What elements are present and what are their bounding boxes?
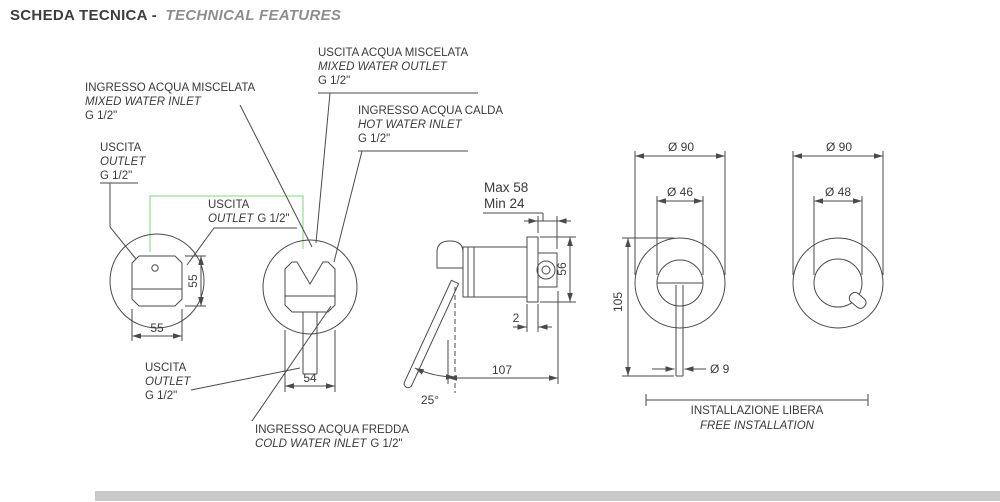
valve1-body [131, 255, 183, 307]
free-installation-extent [645, 394, 869, 406]
callout-text-size: G 1/2" [100, 170, 133, 182]
leader-outlet-left [100, 182, 138, 260]
dim-text-d9: Ø 9 [710, 362, 730, 376]
page-title: SCHEDA TECNICA - TECHNICAL FEATURES [10, 7, 341, 24]
valve1-screw-hole [151, 264, 159, 272]
free-installation-label: INSTALLAZIONE LIBERA FREE INSTALLATION [646, 404, 868, 434]
leader-mixed-outlet [315, 92, 478, 244]
front-view-rough-valve-1 [109, 233, 206, 341]
body-circle-48 [813, 258, 863, 308]
front-view-lever-side [792, 151, 884, 329]
footer-bar [95, 491, 1000, 501]
callout-text-en: OUTLET [100, 156, 146, 168]
callout-text-it: INGRESSO ACQUA FREDDA [255, 424, 410, 436]
installation-text-en: FREE INSTALLATION [700, 420, 814, 432]
callout-text-it: USCITA ACQUA MISCELATA [318, 47, 469, 59]
callout-text-size: G 1/2" [257, 213, 290, 225]
leader-hot-inlet [333, 150, 468, 263]
dim-text-d46: Ø 46 [667, 185, 693, 199]
dim-ext-lines [634, 151, 726, 275]
callout-outlet-bottom: USCITA OUTLET G 1/2" [145, 361, 190, 403]
leader-outlet-bottom [190, 367, 301, 391]
callout-text-en: MIXED WATER INLET [85, 96, 201, 108]
mixer-body-rings [467, 247, 475, 297]
dim-text-total-depth: 107 [492, 363, 512, 377]
maxmin-underline [483, 212, 544, 221]
callout-text-size: G 1/2" [145, 390, 178, 402]
concealed-body [537, 252, 558, 288]
mixer-cap-dome [436, 240, 464, 269]
dim-ext-lines [813, 196, 863, 275]
installation-text-it: INSTALLAZIONE LIBERA [690, 405, 824, 417]
front-view-lever-down [622, 151, 726, 377]
dim-text-plate-height: 56 [555, 262, 569, 276]
callout-text-it: INGRESSO ACQUA CALDA [358, 105, 504, 117]
valve2-body-with-v-notch [284, 261, 336, 313]
dim-ext-lines [656, 196, 704, 275]
mixer-handle-lever [403, 279, 460, 389]
inlet-connection-outer [536, 260, 556, 280]
side-view-mixer [403, 212, 576, 393]
valve2-flange-circle [262, 239, 358, 335]
sheet-title-en: TECHNICAL FEATURES [165, 7, 342, 24]
dim-ext-lines [526, 304, 539, 332]
extent-line [645, 394, 869, 406]
side-lever-stub [848, 291, 867, 309]
dim-text-plate-thickness: 2 [513, 311, 520, 325]
front-view-rough-valve-2 [262, 239, 358, 392]
plate-circle-90-right [792, 237, 884, 329]
callout-text-it: USCITA [208, 199, 250, 211]
callout-text-size: G 1/2" [370, 438, 403, 450]
callout-text-en: OUTLET [145, 376, 191, 388]
callout-text-size: G 1/2" [318, 75, 351, 87]
callout-text-it: INGRESSO ACQUA MISCELATA [85, 82, 256, 94]
callout-text-size: G 1/2" [85, 110, 118, 122]
plate-circle-90-left [634, 237, 726, 329]
sheet-title-it: SCHEDA TECNICA - [10, 7, 158, 24]
wall-plate [526, 236, 539, 303]
leader-lines [100, 92, 478, 422]
dim-text-depth-max: Max 58 [484, 180, 528, 195]
leader-outlet-mid [186, 227, 297, 266]
mixer-body [462, 246, 528, 298]
dim-text-handle-angle: 25° [421, 393, 439, 407]
valve2-outlet-pipe [302, 312, 318, 375]
callout-mixed-water-inlet: INGRESSO ACQUA MISCELATA MIXED WATER INL… [85, 81, 255, 123]
dim-text-d90-right: Ø 90 [826, 140, 852, 154]
callout-text-en: MIXED WATER OUTLET [318, 61, 447, 73]
dim-text-front1-height: 55 [186, 274, 200, 288]
dim-text-d48: Ø 48 [825, 185, 851, 199]
callout-mixed-water-outlet: USCITA ACQUA MISCELATA MIXED WATER OUTLE… [318, 46, 468, 88]
leader-cold-inlet [251, 305, 332, 422]
down-lever [675, 285, 684, 377]
dim-ext-lines [622, 237, 674, 377]
callout-text-it: USCITA [145, 362, 187, 374]
callout-text-en: OUTLET [208, 213, 254, 225]
callout-text-en: COLD WATER INLET [255, 438, 367, 450]
angle-arc-25 [414, 367, 456, 380]
dim-text-front2-width: 54 [303, 371, 317, 385]
callout-text-it: USCITA [100, 142, 142, 154]
green-leader-line [149, 195, 304, 252]
callout-hot-water-inlet: INGRESSO ACQUA CALDA HOT WATER INLET G 1… [358, 104, 503, 146]
dim-ext-lines [537, 216, 558, 249]
valve1-flange-circle [109, 233, 205, 329]
leader-mixed-inlet [239, 104, 313, 248]
callout-outlet-left: USCITA OUTLET G 1/2" [100, 141, 145, 183]
callout-text-size: G 1/2" [358, 133, 391, 145]
inlet-connection-inner [541, 265, 551, 275]
dim-text-d90-left: Ø 90 [668, 140, 694, 154]
dim-ext-lines [792, 151, 884, 275]
dim-text-105: 105 [611, 292, 625, 312]
dim-text-front1-width: 55 [150, 321, 164, 335]
dim-ext-lines [284, 330, 336, 392]
callout-text-en: HOT WATER INLET [358, 119, 462, 131]
dim-text-depth-min: Min 24 [484, 196, 525, 211]
